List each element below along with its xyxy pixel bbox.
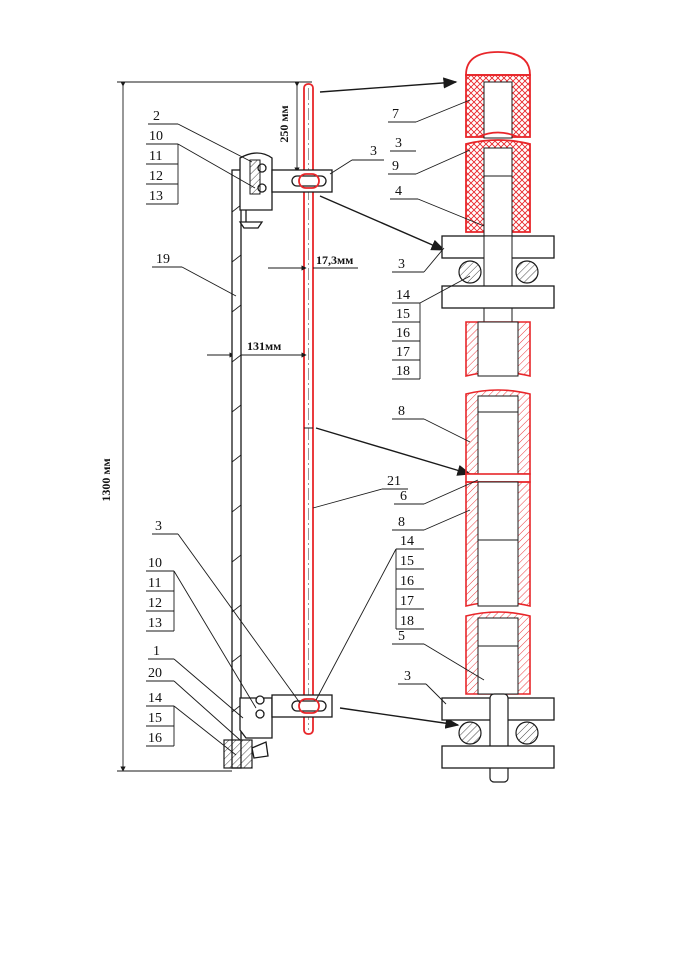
callout-16-b: 16	[148, 731, 162, 746]
dim-250-label: 250 мм	[277, 105, 291, 142]
bottom-clamp-bolt-1	[255, 695, 265, 705]
upper-rod-through	[483, 235, 513, 323]
callout-15-b: 15	[148, 711, 162, 726]
callout-20: 20	[148, 666, 162, 681]
callout-3-r1: 3	[395, 136, 402, 151]
bottom-clamp-bolt-2	[255, 709, 265, 719]
bottom-wing-nut	[251, 741, 269, 759]
callout-13: 13	[149, 189, 163, 204]
arrow-top	[319, 77, 458, 93]
lower-ring-right	[515, 721, 539, 745]
callout-1: 1	[153, 644, 160, 659]
upper-ring-left	[458, 260, 482, 284]
dim-17-label: 17,3мм	[316, 253, 353, 267]
right-callouts: 7 3 9 4 3 14 15 16 17 18 8 6 8	[388, 99, 485, 705]
dim-1300-label: 1300 мм	[99, 458, 113, 501]
top-clamp-insert	[249, 159, 261, 195]
callout-21: 21	[387, 474, 401, 489]
tube-inner-8-upper	[477, 395, 519, 475]
arrow-upper	[319, 195, 446, 251]
top-bracket-slot	[291, 175, 327, 187]
callout-7: 7	[392, 107, 399, 122]
bar-hatching	[231, 204, 242, 713]
tube-inner-8-lower	[477, 481, 519, 607]
callout-18-c: 18	[400, 614, 414, 629]
callout-4: 4	[395, 184, 402, 199]
vertical-bar-19	[231, 169, 242, 769]
bottom-bracket-slot	[291, 700, 327, 712]
upper-ring-right	[515, 260, 539, 284]
callout-17-c: 17	[400, 594, 414, 609]
callout-5: 5	[398, 629, 405, 644]
callout-12: 12	[149, 169, 163, 184]
left-assembly: 1300 мм 250 мм 17,3мм 131мм	[99, 81, 358, 772]
top-cap-7	[465, 51, 531, 76]
callout-16-c: 16	[400, 574, 414, 589]
callout-15-r: 15	[396, 307, 410, 322]
top-bushing	[298, 173, 320, 189]
callout-10-b: 10	[148, 556, 162, 571]
callout-17-r: 17	[396, 345, 410, 360]
rod-21	[303, 83, 314, 735]
lower-rod-end	[489, 693, 509, 783]
callout-14-b: 14	[148, 691, 162, 706]
callout-6: 6	[400, 489, 407, 504]
left-callouts: 2 10 11 12 13 19 3 10 11 12 13 1 20	[146, 109, 301, 756]
callout-14-c: 14	[400, 534, 414, 549]
lower-plate	[441, 745, 555, 769]
callout-12-b: 12	[148, 596, 162, 611]
tube-inner-1	[477, 321, 519, 377]
callout-13-b: 13	[148, 616, 162, 631]
callout-15-c: 15	[400, 554, 414, 569]
callout-2: 2	[153, 109, 160, 124]
top-wing-nut	[238, 221, 264, 229]
callout-3-r2: 3	[398, 257, 405, 272]
callout-11: 11	[149, 149, 162, 164]
arrow-middle	[315, 427, 472, 476]
callout-3-left: 3	[155, 519, 162, 534]
callout-3-center: 3	[370, 144, 377, 159]
callout-8-lower: 8	[398, 515, 405, 530]
dim-131-label: 131мм	[247, 339, 281, 353]
lower-ring-left	[458, 721, 482, 745]
callout-14-r: 14	[396, 288, 410, 303]
arrow-bottom	[339, 707, 460, 729]
top-break-1	[477, 131, 519, 138]
center-callouts: 3 21 14 15 16 17 18	[312, 144, 424, 701]
callout-10: 10	[149, 129, 163, 144]
callout-18-r: 18	[396, 364, 410, 379]
callout-19: 19	[156, 252, 170, 267]
inner-rod-4	[483, 147, 513, 239]
callout-16-r: 16	[396, 326, 410, 341]
bottom-foot-1	[223, 739, 253, 769]
bottom-bushing	[298, 698, 320, 714]
callout-11-b: 11	[148, 576, 161, 591]
tube-inner-5	[477, 617, 519, 695]
callout-9: 9	[392, 159, 399, 174]
right-detail	[441, 51, 555, 783]
callout-8-upper: 8	[398, 404, 405, 419]
upper-plate-lower	[441, 285, 555, 309]
callout-3-r3: 3	[404, 669, 411, 684]
top-rod-end	[483, 81, 513, 139]
bottom-clamp-body	[239, 697, 273, 739]
detail-arrows	[315, 77, 472, 729]
